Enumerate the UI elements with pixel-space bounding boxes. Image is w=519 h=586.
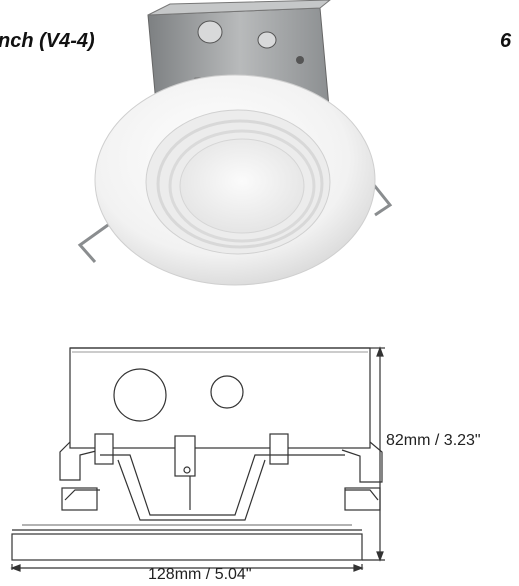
width-dimension-label: 128mm / 5.04"	[148, 566, 252, 583]
product-photo	[77, 0, 393, 286]
spring-clips	[77, 179, 393, 263]
drawing-trim-flange	[11, 533, 363, 561]
product-heading-left: nch (V4-4)	[0, 30, 95, 52]
drawing-junction-box	[69, 347, 371, 449]
height-dimension-label: 82mm / 3.23"	[386, 432, 481, 449]
downlight-trim	[94, 74, 376, 286]
dimension-drawing	[10, 346, 385, 572]
product-heading-right: 6	[500, 30, 512, 52]
